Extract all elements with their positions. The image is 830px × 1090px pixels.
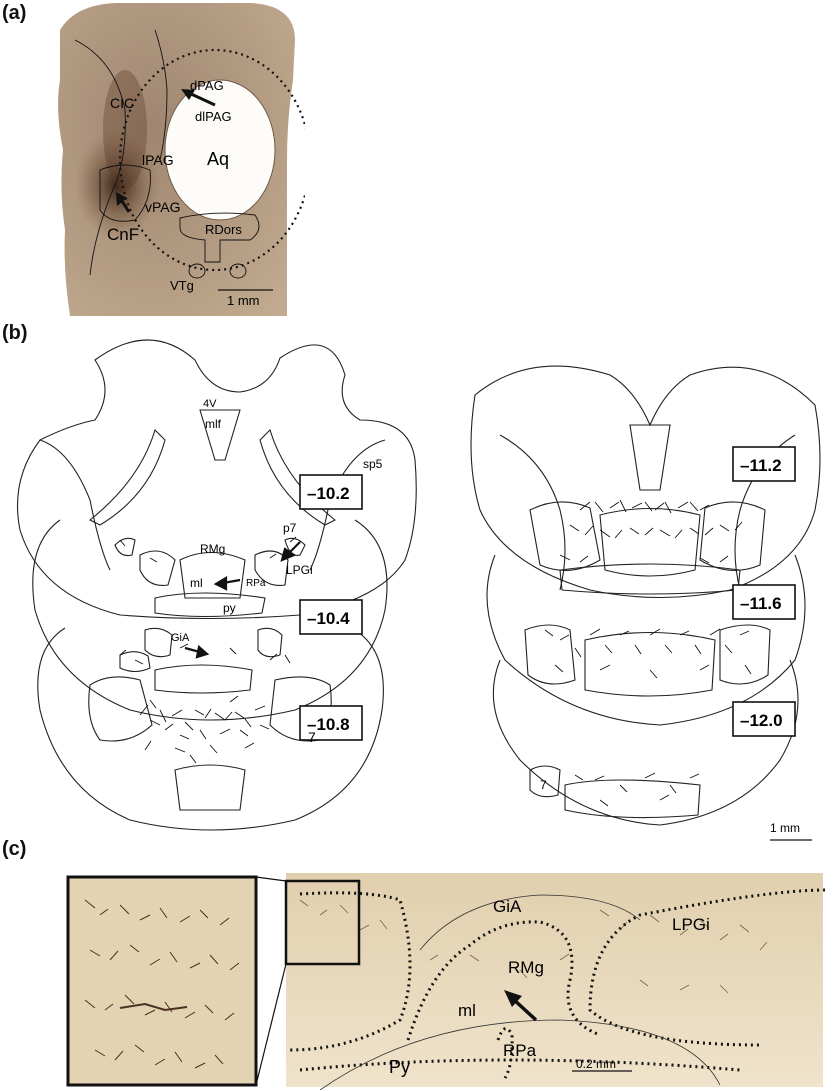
label-rdors: RDors	[205, 222, 242, 237]
label-4v: 4V	[203, 398, 217, 410]
label-ml: ml	[190, 576, 203, 590]
section-level-10-2: –10.2	[307, 484, 350, 503]
label-lpgi-c: LPGi	[672, 915, 710, 934]
scale-bar-b: 1 mm	[770, 821, 800, 835]
label-vtg: VTg	[170, 278, 194, 293]
label-sp5: sp5	[363, 457, 383, 471]
label-dpag: dPAG	[190, 78, 224, 93]
section-level-11-2: –11.2	[740, 456, 782, 475]
label-dlpag: dlPAG	[195, 109, 232, 124]
label-rmg: RMg	[200, 542, 225, 556]
label-gia-c: GiA	[493, 897, 522, 916]
label-py-c: Py	[389, 1057, 410, 1077]
label-lpag: lPAG	[142, 152, 174, 168]
label-py: py	[223, 601, 236, 615]
section-level-11-6: –11.6	[740, 594, 782, 613]
scale-bar-c: 0.2 mm	[576, 1057, 616, 1071]
section-level-10-4: –10.4	[307, 609, 350, 628]
label-ml-c: ml	[458, 1001, 476, 1020]
section-level-12-0: –12.0	[740, 711, 783, 730]
label-rpa-c: RPa	[503, 1041, 537, 1060]
label-7-right-stack: 7	[540, 778, 547, 792]
label-vpag: vPAG	[145, 199, 181, 215]
panel-b-sections: –10.2 –10.4 –10.8 –11.2 –11.6 –12.0 4V m…	[0, 330, 830, 850]
label-gia: GiA	[171, 632, 190, 644]
label-rpa: RPa	[246, 578, 266, 589]
scale-bar-a: 1 mm	[227, 293, 260, 308]
label-mlf: mlf	[205, 417, 222, 431]
label-aq: Aq	[207, 149, 229, 169]
label-lpgi: LPGi	[286, 563, 313, 577]
label-7-left-stack: 7	[308, 729, 316, 745]
label-cic: CIC	[110, 95, 134, 111]
panel-label-a: (a)	[2, 2, 26, 25]
panel-c-micrograph: GiA LPGi RMg ml RPa Py 0.2 mm	[0, 860, 830, 1090]
label-p7: p7	[283, 521, 297, 535]
label-rmg-c: RMg	[508, 958, 544, 977]
panel-a-micrograph: CIC dPAG dlPAG lPAG Aq vPAG CnF RDors VT…	[55, 0, 305, 316]
label-cnf: CnF	[107, 225, 139, 244]
